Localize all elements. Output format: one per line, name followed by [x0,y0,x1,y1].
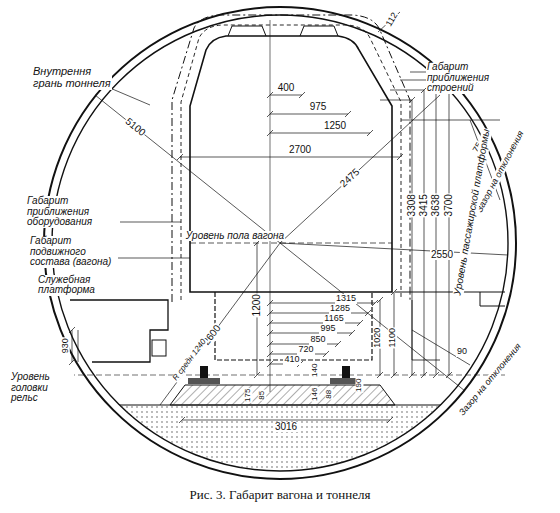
annotation-label: Габарит приближения оборудования [26,196,118,228]
roof-equipment [228,26,338,36]
dimension-lines [69,69,452,423]
dimension-number: 2475 [338,166,363,190]
annotation-label: Уровень головки рельс [10,372,74,404]
dimension-number: 175 [245,387,253,402]
dimension-number: 995 [319,324,336,333]
dimension-number: 3638 [431,193,442,217]
dimension-number: 1250 [323,121,347,132]
dimension-number: 410 [283,355,300,364]
dimension-number: 1100 [388,327,397,348]
passenger-platform-level [395,292,505,306]
dimension-number: 85 [258,390,266,401]
dimension-number: 146 [312,386,320,401]
dimension-number: 3700 [444,193,455,217]
service-platform [70,300,168,362]
dimension-number: 88 [325,389,333,400]
annotation-label: Уровень пассажирской платформы [452,127,492,297]
dimension-number: 3308 [407,193,418,217]
concrete-base [40,405,520,485]
annotation-label: Внутрення грань тоннеля [32,66,112,89]
car-outline [190,36,392,292]
figure-caption: Рис. 3. Габарит вагона и тоннеля [190,487,371,503]
dimension-number: 2700 [288,145,312,156]
bogie-outline [215,292,372,360]
dimension-number: 2550 [430,250,454,261]
equipment-gauge [181,25,401,300]
dimension-number: 1285 [329,304,351,313]
annotation-label: Габарит приближения строений [426,62,510,94]
dimension-number: 975 [309,102,328,113]
dimension-number: 1315 [335,294,357,303]
dimension-number: 850 [309,335,326,344]
dimension-number: 5100 [122,115,147,138]
dimension-number: 720 [297,345,314,354]
dimension-number: 400 [277,83,296,94]
dimension-number: 1200 [252,293,263,317]
dimension-number: 90 [456,347,468,356]
annotation-label: Служебная платформа [37,275,119,296]
dimension-number: 3016 [274,422,298,433]
dimension-number: 3415 [419,193,430,217]
centerline [270,20,271,392]
dimension-number: 1165 [323,314,344,323]
dimension-number: 140 [312,362,320,377]
dimension-number: 930 [61,337,70,354]
annotation-label: Уровень пола вагона [185,231,285,242]
cable-box [152,340,166,356]
dimension-number: 190 [356,377,364,392]
annotation-label: Габарит подвижного состава (вагона) [29,236,115,268]
structure-gauge [172,15,410,302]
dimension-number: 1020 [373,327,382,349]
rail-head-level [60,375,505,376]
dimension-number: 112 [384,11,400,30]
